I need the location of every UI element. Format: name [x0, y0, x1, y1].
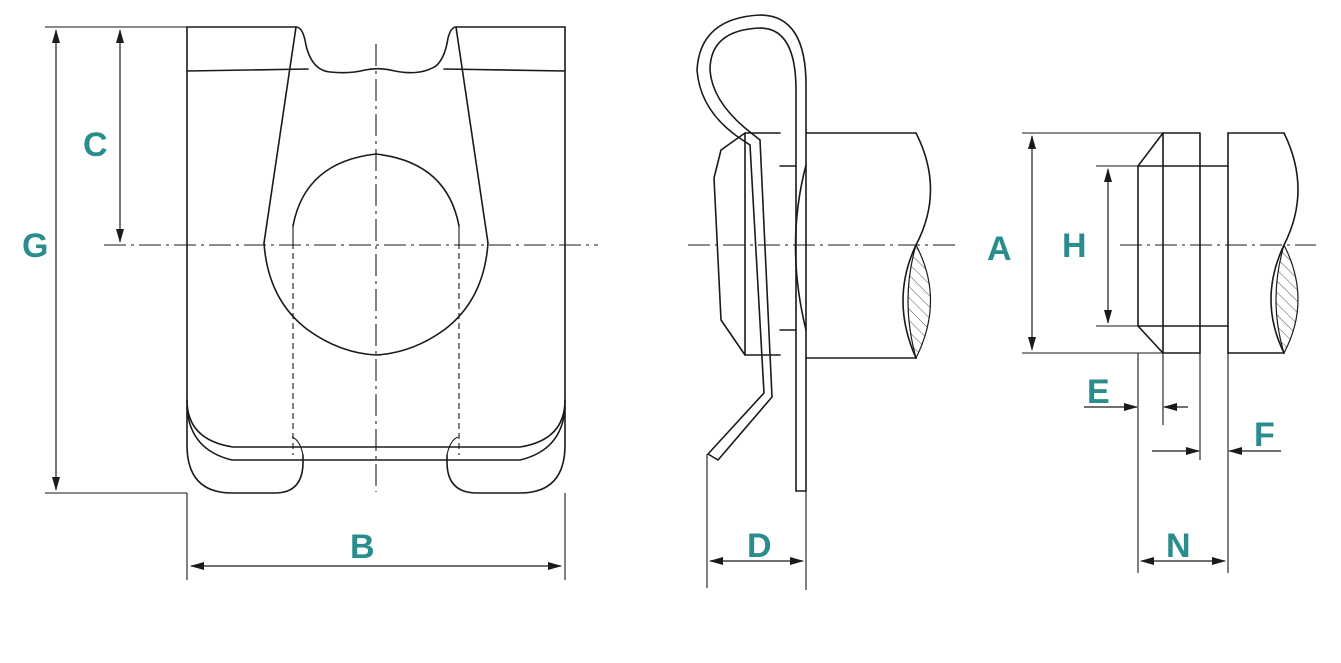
label-h: H [1062, 227, 1087, 265]
label-e: E [1087, 373, 1110, 411]
label-n: N [1166, 527, 1191, 565]
detail-view [1120, 132, 1316, 355]
label-f: F [1254, 416, 1275, 454]
label-b: B [350, 528, 375, 566]
label-d: D [747, 527, 772, 565]
label-g: G [22, 227, 48, 265]
front-view [104, 26, 598, 494]
label-a: A [987, 230, 1012, 268]
dimension-lines [45, 26, 1281, 590]
dimension-labels: G C B D A H E F N [22, 126, 1275, 566]
label-c: C [83, 126, 108, 164]
side-view [688, 14, 958, 492]
